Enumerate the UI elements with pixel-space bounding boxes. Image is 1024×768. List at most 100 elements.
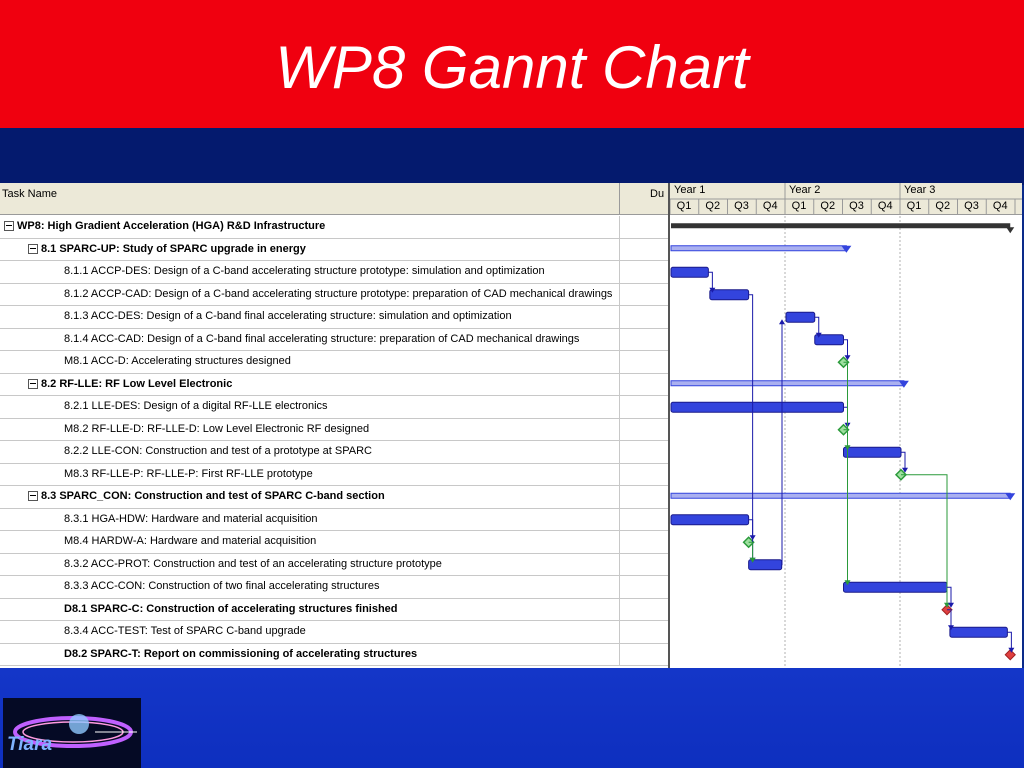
- dependency-arrowhead: [709, 287, 716, 293]
- dependency-link: [748, 541, 754, 559]
- table-row[interactable]: 8.3.3 ACC-CON: Construction of two final…: [0, 576, 668, 599]
- dependency-link: [901, 451, 906, 469]
- summary-bar: [670, 492, 1011, 499]
- table-row[interactable]: 8.2.2 LLE-CON: Construction and test of …: [0, 441, 668, 464]
- dependency-link: [1007, 631, 1012, 649]
- table-row[interactable]: D8.1 SPARC-C: Construction of accelerati…: [0, 598, 668, 621]
- duration-cell[interactable]: [619, 621, 668, 643]
- duration-cell[interactable]: [619, 486, 668, 508]
- deliverable-marker: [1004, 649, 1016, 661]
- duration-cell[interactable]: [619, 463, 668, 485]
- duration-cell[interactable]: [619, 238, 668, 260]
- quarter-label: Q3: [964, 200, 979, 212]
- table-header: Task Name Du: [0, 183, 668, 215]
- table-row[interactable]: M8.2 RF-LLE-D: RF-LLE-D: Low Level Elect…: [0, 418, 668, 441]
- table-row[interactable]: 8.2 RF-LLE: RF Low Level Electronic: [0, 373, 668, 396]
- table-row[interactable]: 8.1 SPARC-UP: Study of SPARC upgrade in …: [0, 238, 668, 261]
- duration-cell[interactable]: [619, 351, 668, 373]
- dependency-link: [901, 474, 948, 604]
- task-name: 8.1.4 ACC-CAD: Design of a C-band final …: [64, 332, 580, 345]
- summary-end-marker: [841, 245, 852, 253]
- duration-cell[interactable]: [619, 396, 668, 418]
- duration-cell[interactable]: [619, 283, 668, 305]
- table-row[interactable]: 8.1.4 ACC-CAD: Design of a C-band final …: [0, 328, 668, 351]
- table-row[interactable]: 8.3.2 ACC-PROT: Construction and test of…: [0, 553, 668, 576]
- task-name: 8.2 RF-LLE: RF Low Level Electronic: [41, 377, 233, 390]
- quarter-label: Q1: [791, 200, 807, 212]
- task-name: M8.1 ACC-D: Accelerating structures desi…: [64, 355, 291, 367]
- duration-cell[interactable]: [619, 598, 668, 620]
- task-bar: [670, 401, 844, 413]
- task-name: 8.2.1 LLE-DES: Design of a digital RF-LL…: [64, 400, 328, 412]
- task-bar: [670, 266, 709, 278]
- quarter-label: Q4: [992, 200, 1008, 212]
- table-row[interactable]: 8.1.3 ACC-DES: Design of a C-band final …: [0, 306, 668, 329]
- table-row[interactable]: 8.1.2 ACCP-CAD: Design of a C-band accel…: [0, 283, 668, 306]
- quarter-label: Q4: [877, 200, 893, 212]
- table-row[interactable]: M8.3 RF-LLE-P: RF-LLE-P: First RF-LLE pr…: [0, 463, 668, 486]
- task-name: 8.3.2 ACC-PROT: Construction and test of…: [64, 557, 442, 570]
- task-name: M8.4 HARDW-A: Hardware and material acqu…: [64, 535, 317, 547]
- table-row[interactable]: D8.2 SPARC-T: Report on commissioning of…: [0, 643, 668, 666]
- table-row[interactable]: 8.2.1 LLE-DES: Design of a digital RF-LL…: [0, 396, 668, 419]
- quarter-label: Q2: [820, 200, 836, 212]
- collapse-icon[interactable]: [28, 378, 38, 389]
- duration-cell[interactable]: [619, 553, 668, 575]
- column-header-duration[interactable]: Du: [650, 188, 665, 200]
- task-name: 8.3 SPARC_CON: Construction and test of …: [41, 490, 385, 502]
- task-bar: [748, 559, 783, 571]
- table-row[interactable]: M8.4 HARDW-A: Hardware and material acqu…: [0, 531, 668, 554]
- column-divider[interactable]: [619, 183, 620, 215]
- task-name: M8.3 RF-LLE-P: RF-LLE-P: First RF-LLE pr…: [64, 467, 313, 480]
- dependency-arrowhead: [948, 602, 954, 608]
- table-row[interactable]: 8.3.1 HGA-HDW: Hardware and material acq…: [0, 508, 668, 531]
- duration-cell[interactable]: [619, 418, 668, 440]
- dependency-arrowhead: [749, 535, 756, 541]
- quarter-label: Q2: [705, 200, 721, 212]
- duration-cell[interactable]: [619, 576, 668, 598]
- table-row[interactable]: 8.1.1 ACCP-DES: Design of a C-band accel…: [0, 261, 668, 284]
- dependency-link: [708, 271, 713, 289]
- dependency-arrowhead: [844, 355, 851, 361]
- duration-cell[interactable]: [619, 216, 668, 238]
- dependency-link: [748, 294, 754, 559]
- duration-cell[interactable]: [619, 508, 668, 530]
- year-label: Year 1: [674, 184, 706, 196]
- dependency-link: [843, 339, 848, 357]
- duration-cell[interactable]: [619, 441, 668, 463]
- duration-cell[interactable]: [619, 373, 668, 395]
- duration-cell[interactable]: [619, 643, 668, 665]
- task-name: 8.2.2 LLE-CON: Construction and test of …: [64, 445, 372, 457]
- duration-cell[interactable]: [619, 531, 668, 553]
- collapse-icon[interactable]: [28, 243, 38, 254]
- quarter-label: Q1: [906, 200, 922, 212]
- dependency-link: [843, 361, 848, 582]
- table-row[interactable]: M8.1 ACC-D: Accelerating structures desi…: [0, 351, 668, 374]
- summary-end-marker: [1006, 227, 1015, 234]
- task-name: 8.3.4 ACC-TEST: Test of SPARC C-band upg…: [64, 625, 306, 637]
- dependency-arrowhead: [815, 332, 822, 338]
- dependency-arrowhead: [944, 602, 950, 608]
- task-name: D8.2 SPARC-T: Report on commissioning of…: [64, 647, 418, 660]
- collapse-icon[interactable]: [4, 221, 14, 231]
- table-row[interactable]: WP8: High Gradient Acceleration (HGA) R&…: [0, 216, 668, 239]
- table-row[interactable]: 8.3 SPARC_CON: Construction and test of …: [0, 486, 668, 509]
- duration-cell[interactable]: [619, 306, 668, 328]
- quarter-label: Q3: [849, 200, 864, 212]
- summary-end-marker: [1005, 493, 1016, 501]
- column-header-task-name[interactable]: Task Name: [2, 188, 58, 200]
- task-bar: [949, 626, 1008, 638]
- slide-title: WP8 Gannt Chart: [275, 34, 749, 101]
- dependency-link: [947, 586, 952, 604]
- logo-ring-icon: [13, 714, 137, 748]
- table-row[interactable]: 8.3.4 ACC-TEST: Test of SPARC C-band upg…: [0, 621, 668, 644]
- tiara-logo: Tiara: [3, 698, 141, 768]
- collapse-icon[interactable]: [28, 491, 38, 501]
- dependency-link: [748, 519, 754, 537]
- duration-cell[interactable]: [619, 328, 668, 350]
- duration-cell[interactable]: [619, 261, 668, 283]
- year-label: Year 2: [789, 184, 821, 196]
- title-bar: WP8 Gannt Chart: [0, 0, 1024, 128]
- dependency-link: [843, 406, 848, 424]
